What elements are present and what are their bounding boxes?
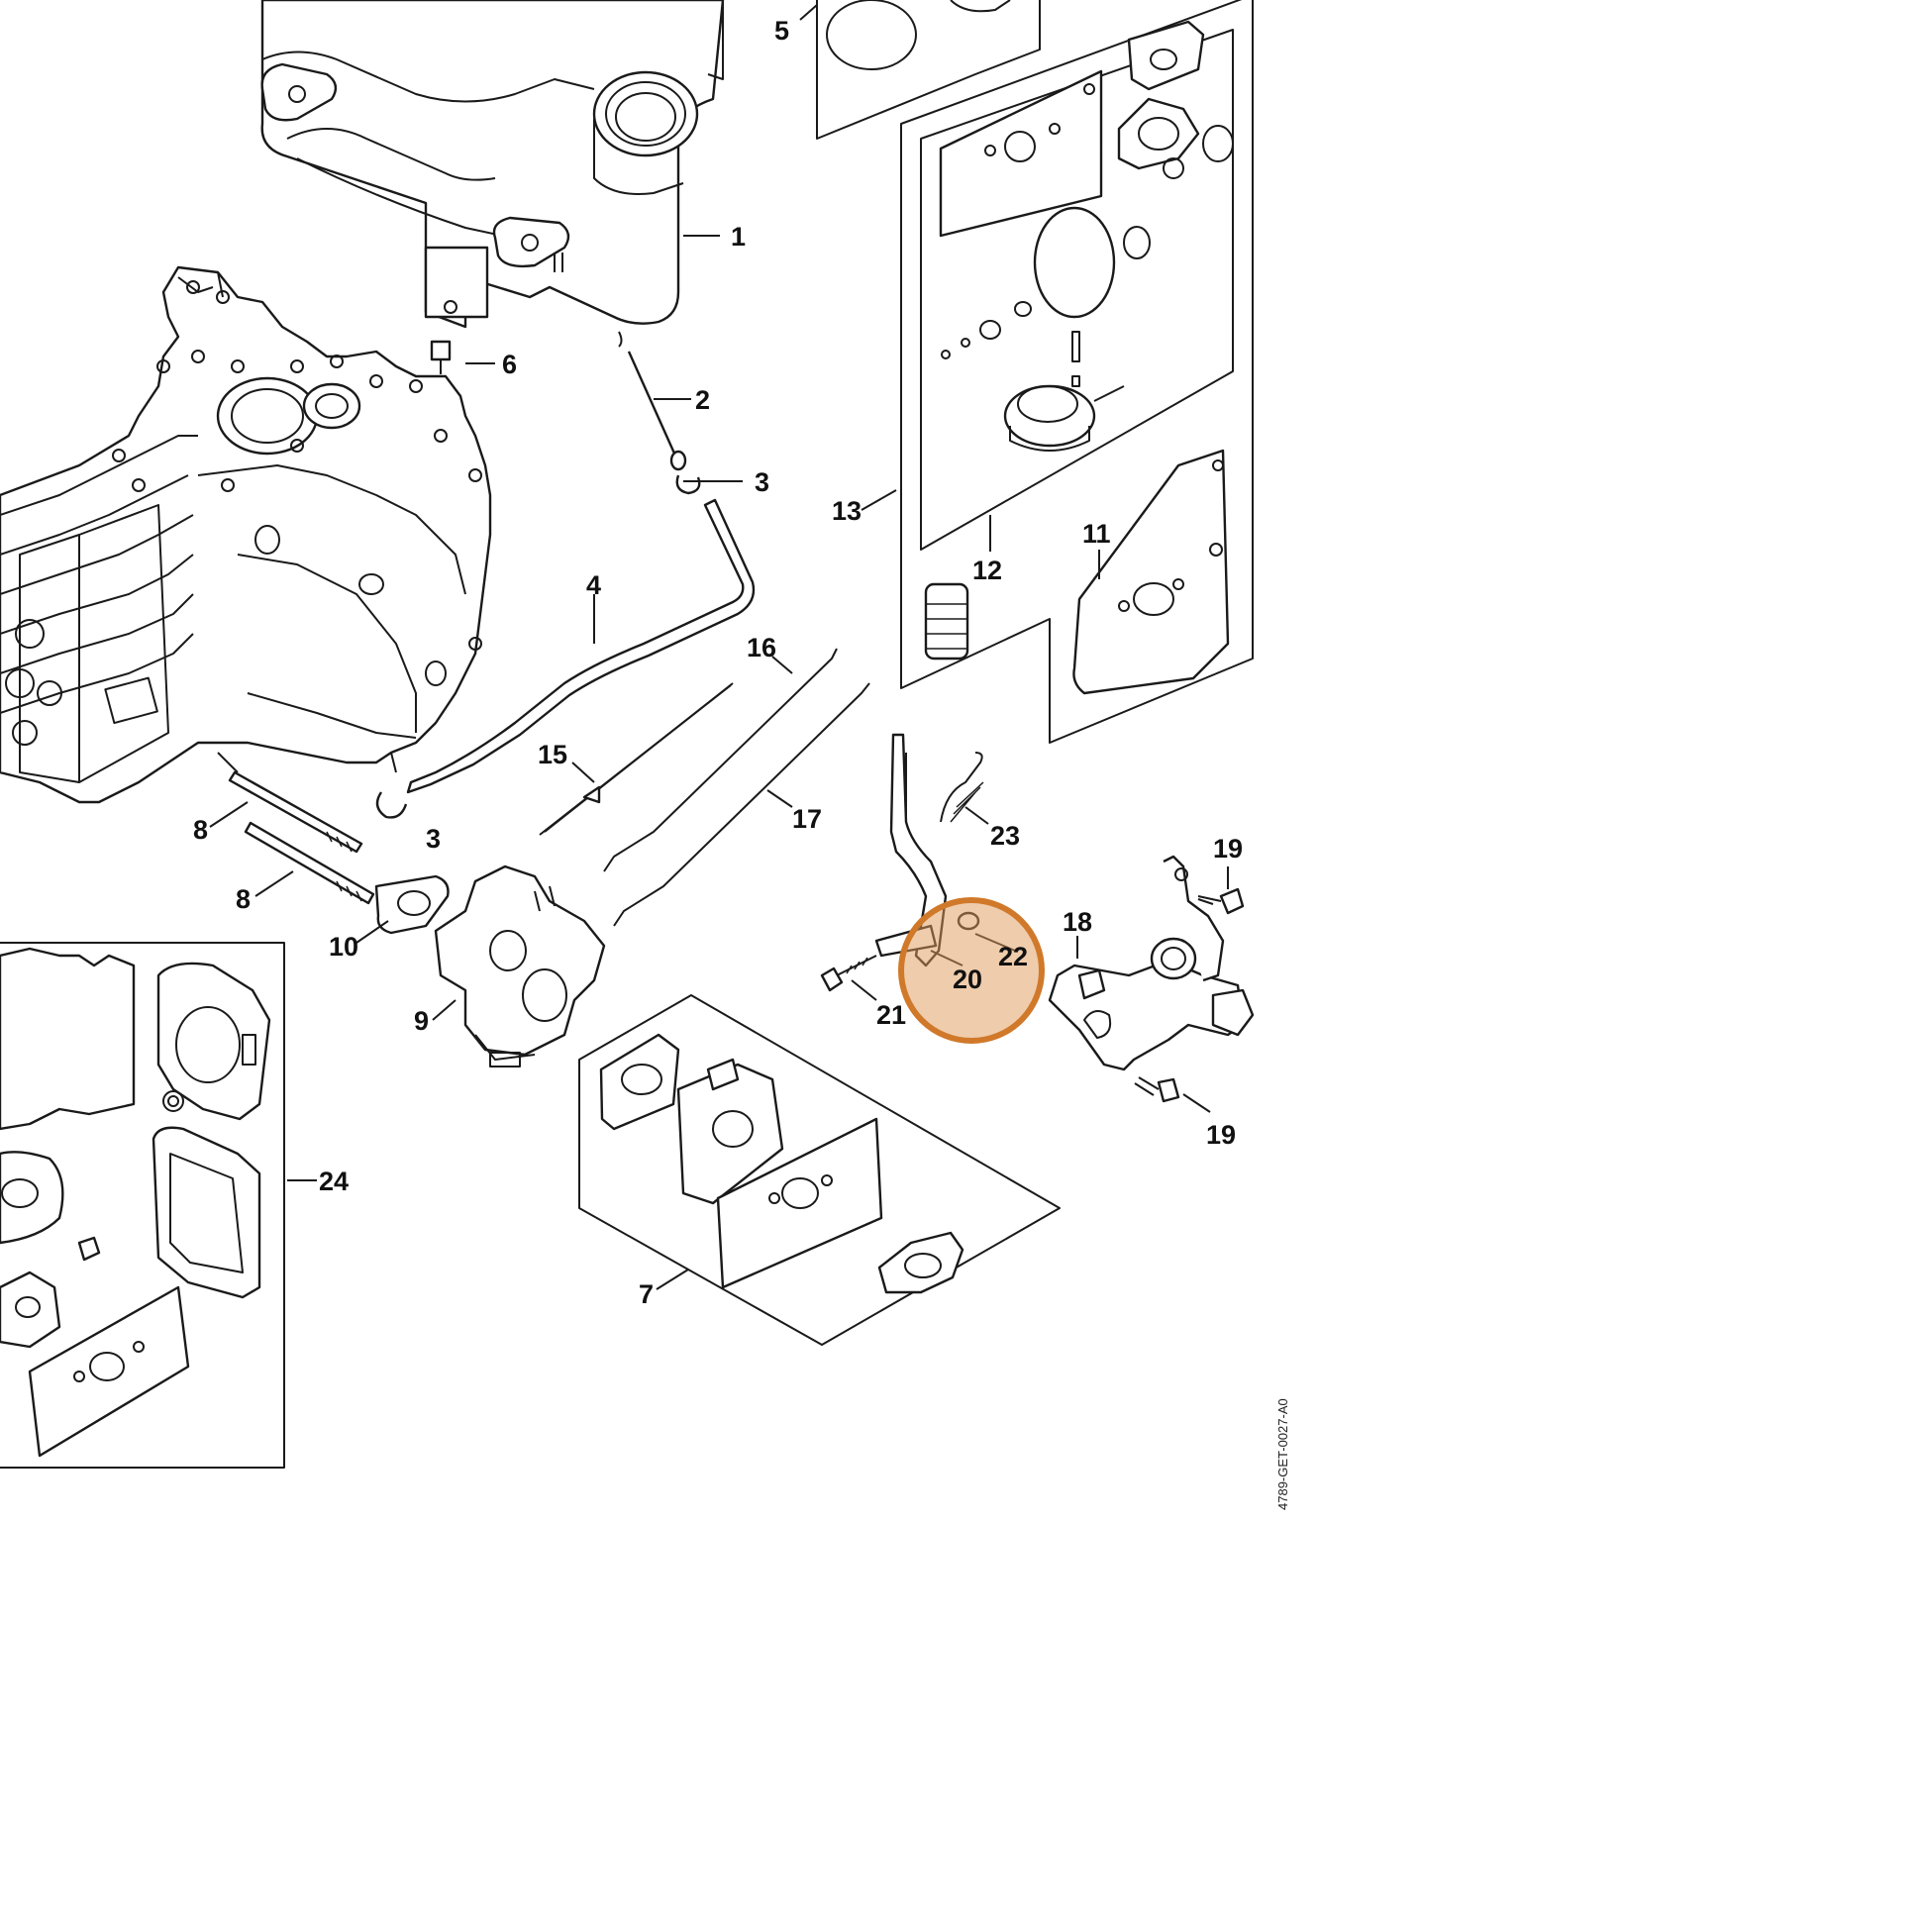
callout-20[interactable]: 20	[953, 965, 982, 994]
callout-16[interactable]: 16	[747, 633, 776, 662]
governor-rod-17	[613, 682, 870, 927]
callout-19[interactable]: 19	[1206, 1120, 1236, 1150]
callout-labels: 1 2 3 3 4 5 6 7 8 8 9 10 11 12 13 15 16 …	[193, 16, 1243, 1309]
callout-23[interactable]: 23	[990, 821, 1020, 851]
leader-lines	[209, 4, 1229, 1290]
callout-4[interactable]: 4	[586, 570, 601, 600]
bolt-6	[430, 340, 452, 374]
callout-10[interactable]: 10	[329, 932, 358, 962]
throttle-rod-16	[603, 648, 838, 872]
gasket-group-top-right	[1117, 20, 1234, 179]
spring-23	[940, 752, 984, 823]
kit-panel-12	[920, 29, 1234, 551]
callout-5[interactable]: 5	[774, 16, 789, 46]
callout-11[interactable]: 11	[1082, 519, 1111, 549]
air-filter-housing	[260, 0, 725, 348]
kit-panel-24	[0, 942, 285, 1469]
highlight-marker[interactable]	[898, 897, 1045, 1044]
kit-panel-5	[816, 0, 1041, 140]
hose-clamp-3b	[375, 791, 408, 819]
callout-7[interactable]: 7	[639, 1279, 654, 1309]
gasket-11	[1072, 449, 1230, 695]
callout-12[interactable]: 12	[972, 556, 1002, 585]
drawing-code: 4789-GET-0027-A0	[1275, 1398, 1290, 1510]
callout-8[interactable]: 8	[236, 884, 251, 914]
carburetor-9	[434, 864, 606, 1068]
callout-17[interactable]: 17	[792, 804, 822, 834]
callout-8[interactable]: 8	[193, 815, 208, 845]
callout-3[interactable]: 3	[755, 467, 769, 497]
kit-panel-13	[900, 0, 1254, 744]
bolt-19b	[1134, 1076, 1180, 1103]
breather-tube-2	[627, 351, 687, 471]
callout-6[interactable]: 6	[502, 350, 517, 379]
stud-8b	[244, 821, 375, 905]
callout-22[interactable]: 22	[998, 942, 1028, 971]
callout-24[interactable]: 24	[319, 1167, 349, 1196]
bolt-21	[820, 955, 877, 992]
engine-block	[0, 265, 492, 804]
choke-rod-15	[539, 682, 734, 836]
kit-panel-7	[578, 994, 1061, 1346]
stud-8a	[228, 770, 363, 854]
callout-21[interactable]: 21	[876, 1000, 906, 1030]
callout-3[interactable]: 3	[426, 824, 441, 854]
callout-18[interactable]: 18	[1063, 907, 1092, 937]
callout-19[interactable]: 19	[1213, 834, 1243, 864]
callout-13[interactable]: 13	[832, 496, 862, 526]
callout-9[interactable]: 9	[414, 1006, 429, 1036]
bushing-kit	[924, 582, 969, 661]
callout-15[interactable]: 15	[538, 740, 567, 769]
hose-clamp-3a	[675, 474, 701, 495]
callout-1[interactable]: 1	[731, 222, 746, 252]
callout-2[interactable]: 2	[695, 385, 710, 415]
governor-bracket-18	[1048, 855, 1255, 1071]
gasket-10	[374, 874, 450, 935]
hose-4	[406, 498, 756, 794]
bolt-19a	[1197, 887, 1245, 915]
